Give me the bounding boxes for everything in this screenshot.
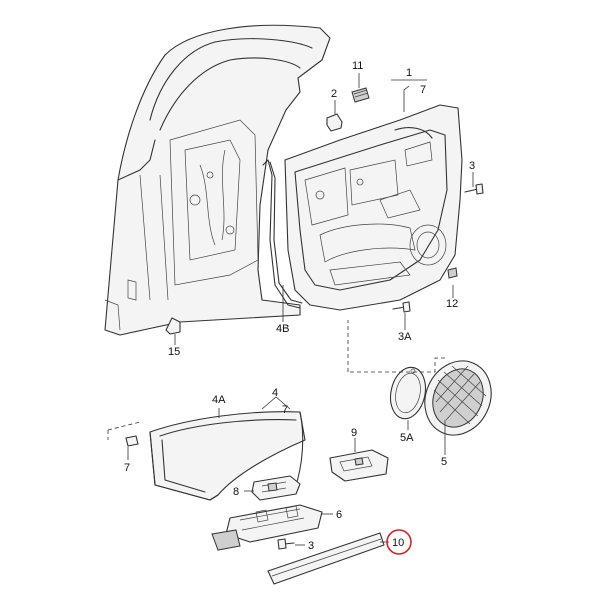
callout-3-top: 3 <box>469 160 475 172</box>
callout-2: 2 <box>331 88 337 100</box>
part-10-trim-strip <box>267 532 385 585</box>
part-8-bracket <box>251 475 301 501</box>
callout-3-bottom: 3 <box>308 540 314 552</box>
callout-6: 6 <box>336 509 342 521</box>
speaker-dashed-leader <box>350 357 448 373</box>
door-trim-panel <box>284 104 463 311</box>
screw-3-top <box>464 183 484 195</box>
callout-5a: 5A <box>400 432 414 444</box>
speaker-5a <box>389 366 427 420</box>
callout-9: 9 <box>351 427 357 439</box>
callout-11: 11 <box>352 60 363 72</box>
leader-lines <box>127 73 474 546</box>
part-9-switch <box>329 449 389 482</box>
callout-4: 4 <box>272 387 278 399</box>
callout-labels: 1 7 2 11 3 12 3A 4B 15 4 7 4A 5A 5 7 9 8… <box>124 60 475 552</box>
highlight-circle-10 <box>386 529 412 555</box>
door-shell <box>104 24 331 336</box>
armrest-4a <box>149 411 306 501</box>
callout-4a: 4A <box>212 394 226 406</box>
lower-dashed-left <box>107 421 141 431</box>
part-2-clip <box>326 113 343 132</box>
callout-1: 1 <box>406 67 412 79</box>
callout-4b: 4B <box>276 323 289 335</box>
callout-10: 10 <box>392 537 404 549</box>
part-15-plug <box>165 317 181 335</box>
part-11-pad <box>351 87 370 103</box>
part-6-carrier <box>211 504 323 551</box>
part-12-clip <box>447 267 458 279</box>
screw-3a <box>392 301 411 313</box>
callout-15: 15 <box>168 346 180 358</box>
callout-1-sub: 7 <box>420 84 426 96</box>
callout-3a: 3A <box>398 331 412 343</box>
speaker-grille-5 <box>424 360 492 436</box>
door-seal-strip <box>262 159 303 309</box>
screw-3-bottom <box>277 538 295 550</box>
callout-8: 8 <box>233 486 239 498</box>
callout-12: 12 <box>446 298 458 310</box>
callout-5: 5 <box>441 456 447 468</box>
callout-7: 7 <box>124 462 130 474</box>
callout-4-sub: 7 <box>282 404 288 416</box>
part-7-clip <box>125 435 139 447</box>
